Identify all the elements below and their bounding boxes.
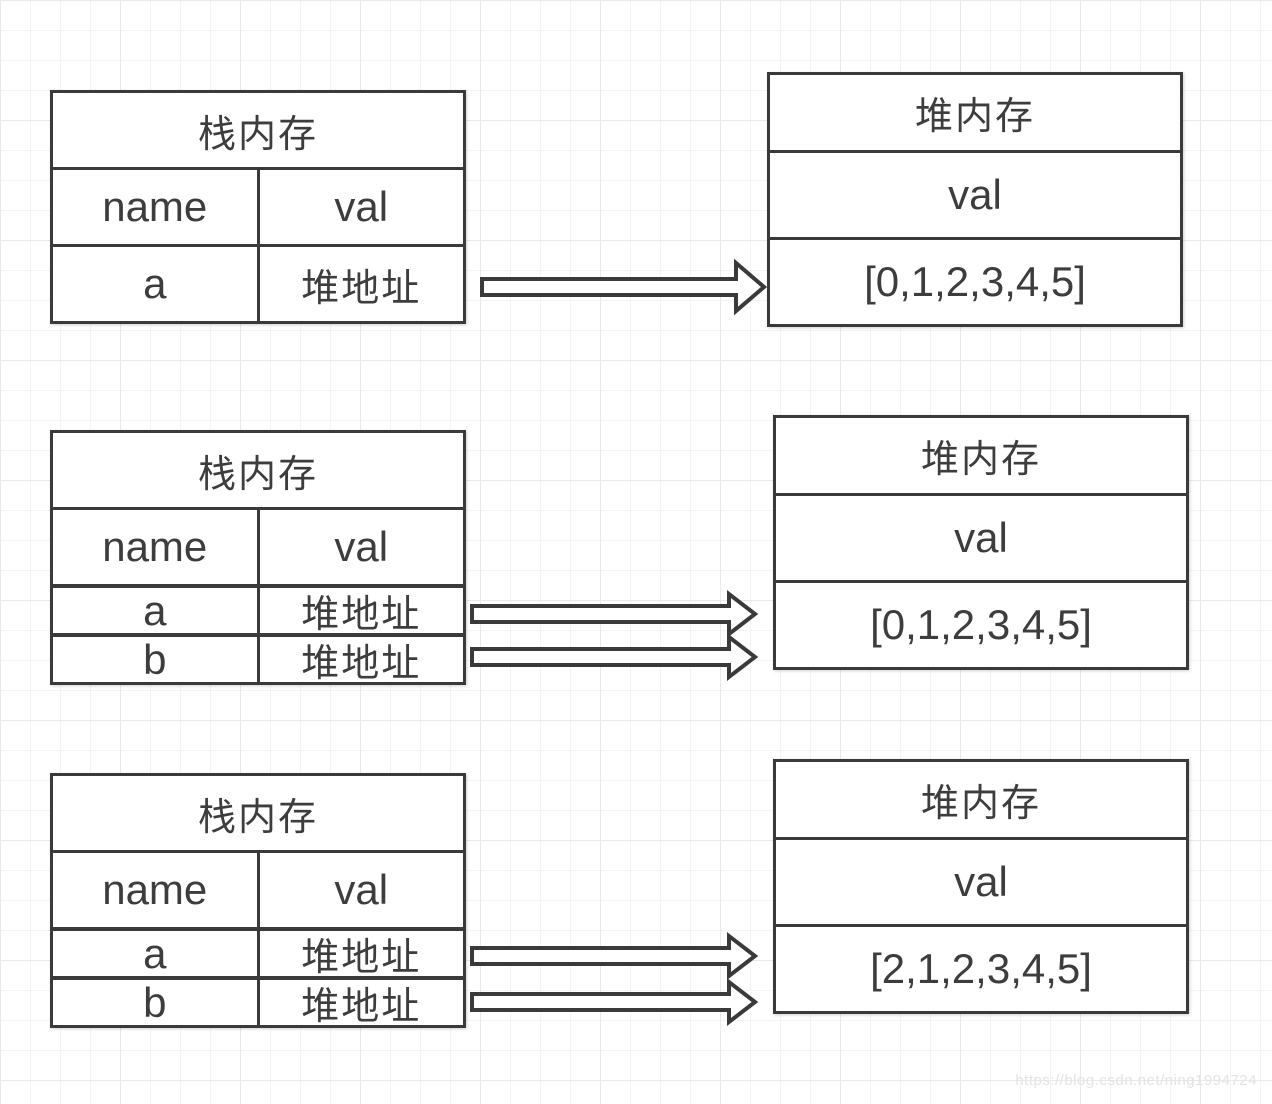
stack-table-1: 栈内存 name val a 堆地址 bbox=[50, 90, 466, 324]
variable-name: a bbox=[53, 247, 260, 321]
variable-name: b bbox=[53, 636, 260, 683]
heap-field-label: val bbox=[770, 150, 1180, 237]
stack-table-2: 栈内存 name val a 堆地址 b 堆地址 bbox=[50, 430, 466, 685]
stack-header-row: name val bbox=[53, 167, 463, 244]
column-header-name: name bbox=[53, 170, 260, 244]
reference-arrow-icon bbox=[480, 258, 768, 316]
stack-title: 栈内存 bbox=[197, 796, 318, 839]
stack-title: 栈内存 bbox=[197, 113, 318, 156]
heap-title: 堆内存 bbox=[920, 783, 1041, 825]
reference-arrow-icon bbox=[470, 589, 759, 639]
heap-value: [0,1,2,3,4,5] bbox=[776, 580, 1186, 667]
variable-name: b bbox=[53, 979, 260, 1026]
stack-row-b: b 堆地址 bbox=[53, 633, 463, 685]
column-header-name: name bbox=[53, 510, 260, 584]
heap-table-2: 堆内存 val [0,1,2,3,4,5] bbox=[773, 415, 1189, 670]
column-header-val: val bbox=[334, 866, 389, 913]
column-header-val: val bbox=[334, 183, 389, 230]
variable-name: a bbox=[53, 587, 260, 634]
heap-field-label: val bbox=[776, 837, 1186, 924]
stack-table-3: 栈内存 name val a 堆地址 b 堆地址 bbox=[50, 773, 466, 1028]
stack-row-a: a 堆地址 bbox=[53, 927, 463, 979]
stack-header-row: name val bbox=[53, 507, 463, 584]
heap-value: [2,1,2,3,4,5] bbox=[776, 924, 1186, 1011]
variable-value: 堆地址 bbox=[301, 986, 422, 1028]
stack-row-b: b 堆地址 bbox=[53, 976, 463, 1028]
stack-row-a: a 堆地址 bbox=[53, 584, 463, 636]
column-header-val: val bbox=[334, 523, 389, 570]
heap-table-1: 堆内存 val [0,1,2,3,4,5] bbox=[767, 72, 1183, 327]
variable-value: 堆地址 bbox=[301, 937, 422, 979]
column-header-name: name bbox=[53, 853, 260, 927]
variable-value: 堆地址 bbox=[301, 594, 422, 636]
stack-row-a: a 堆地址 bbox=[53, 244, 463, 321]
heap-title: 堆内存 bbox=[914, 96, 1035, 138]
stack-title: 栈内存 bbox=[197, 453, 318, 496]
reference-arrow-icon bbox=[470, 931, 759, 981]
heap-field-label: val bbox=[776, 493, 1186, 580]
stack-header-row: name val bbox=[53, 850, 463, 927]
heap-value: [0,1,2,3,4,5] bbox=[770, 237, 1180, 324]
variable-value: 堆地址 bbox=[301, 267, 422, 310]
heap-table-3: 堆内存 val [2,1,2,3,4,5] bbox=[773, 759, 1189, 1014]
variable-value: 堆地址 bbox=[301, 643, 422, 685]
reference-arrow-icon bbox=[470, 977, 759, 1027]
watermark: https://blog.csdn.net/ning1994724 bbox=[1015, 1072, 1257, 1089]
reference-arrow-icon bbox=[470, 632, 759, 682]
variable-name: a bbox=[53, 930, 260, 977]
heap-title: 堆内存 bbox=[920, 439, 1041, 481]
